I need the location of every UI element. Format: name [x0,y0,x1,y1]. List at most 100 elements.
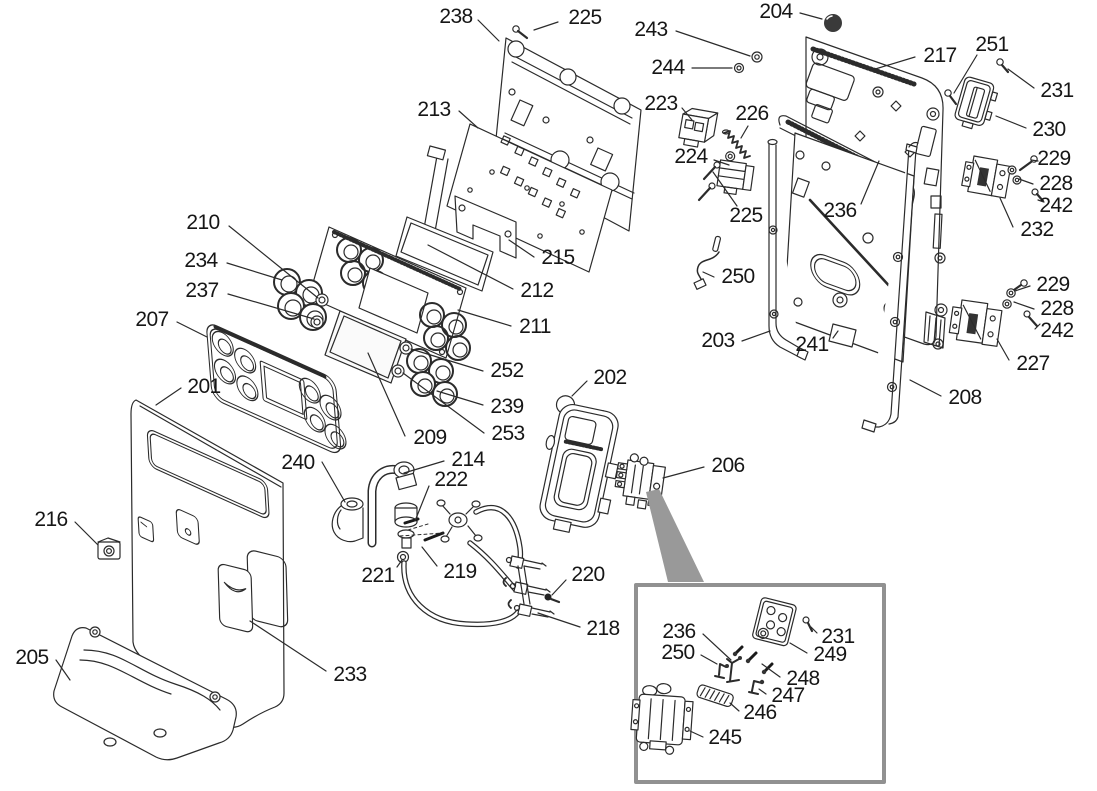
inset-clip-250 [714,663,729,679]
leader-line-246 [729,702,740,712]
leader-lines [55,12,1045,738]
screw-231 [996,58,1010,74]
leader-line-214 [403,460,445,474]
part-plate-211 [308,226,471,361]
leader-line-218 [537,612,581,628]
disc-204 [824,14,842,32]
leader-line-243 [675,30,751,57]
button-237 [310,315,324,329]
part-panel-209 [324,310,407,384]
leader-line-253 [402,372,485,434]
leader-line-222 [414,485,430,522]
button-252 [399,341,413,355]
valve-219 [436,499,483,543]
leader-line-249 [789,642,808,654]
leader-line-242 [1034,323,1041,330]
hoses-218 [401,504,555,628]
leader-line-231 [1007,68,1035,89]
ring-244 [733,62,745,74]
ring-243 [751,51,763,63]
inset-clip-236 [726,656,742,683]
leader-line-208 [909,379,942,397]
leader-line-215 [508,239,535,258]
leader-line-239 [436,390,484,406]
inset-strip-246 [696,684,734,708]
leader-line-245 [689,730,704,738]
leader-line-202 [571,380,588,397]
leader-line-228 [1013,301,1035,310]
nut-216 [97,537,121,560]
leader-line-225 [533,21,559,31]
part-inner-panel-236 [783,132,915,363]
ribbon-cable [422,145,449,238]
hinge-227 [948,299,1003,347]
leader-line-250 [700,654,718,665]
screw-dark-219 [399,523,445,542]
leader-line-238 [477,19,500,42]
leader-line-250 [702,271,715,278]
leader-line-252 [410,348,484,372]
fitting-240 [331,497,364,543]
leader-line-247 [758,688,767,695]
leader-line-233 [249,620,327,672]
inset-screw-231 [802,616,814,633]
leader-line-226 [740,125,749,139]
wire-250 [693,235,722,290]
part-strip-208 [861,141,919,433]
leader-line-236 [702,633,732,661]
screw-225-top [512,25,529,40]
part-hatch-233 [217,563,254,633]
leader-line-205 [55,659,71,681]
inset-pump-245 [630,683,694,755]
part-strip-203 [767,138,809,361]
leader-line-223 [681,107,693,121]
leader-line-232 [999,197,1014,228]
leader-line-231 [810,626,818,634]
leader-line-224 [713,159,730,166]
switch-224 [716,151,755,196]
leader-line-219 [421,546,438,567]
hinge-232 [961,155,1012,199]
leader-line-220 [551,579,567,596]
leader-line-209 [367,352,406,437]
connector-223 [678,107,719,148]
leader-line-211 [457,309,512,327]
part-bracket-215 [454,195,517,259]
inset-clip-247 [748,679,765,695]
leader-line-207 [176,321,208,338]
leader-line-251 [953,54,978,94]
leader-line-228 [1018,178,1034,185]
nut-221 [396,550,410,564]
part-bracket-202 [539,395,619,533]
leader-line-230 [995,115,1027,129]
leader-line-227 [996,338,1010,361]
leader-line-203 [741,330,771,342]
leader-line-212 [427,244,514,290]
leader-line-210 [228,225,319,299]
leader-line-229 [1014,285,1031,292]
leader-line-241 [832,330,839,339]
inset-plate-249 [752,597,797,647]
leader-line-242 [1037,199,1045,203]
spring-226 [721,129,751,159]
screw-225-pair [697,161,721,202]
leader-line-217 [871,56,916,71]
fasteners-229-228-242-lower [1002,279,1039,328]
button-253 [391,364,405,378]
screw-220 [544,593,561,604]
part-pcb-213 [446,123,613,273]
leader-line-237 [227,293,315,320]
part-tray-205 [53,626,237,761]
screw-251 [944,89,958,106]
detail-arrow [646,489,704,582]
fasteners-229-228-242-upper [1007,155,1045,203]
leader-line-240 [321,461,346,503]
leader-line-221 [396,559,403,568]
part-panel-right-edge-details [923,303,948,350]
latch-230 [954,76,999,130]
hose-214 [367,461,418,549]
part-front-panel-201 [130,399,289,728]
leader-line-236 [860,160,880,205]
